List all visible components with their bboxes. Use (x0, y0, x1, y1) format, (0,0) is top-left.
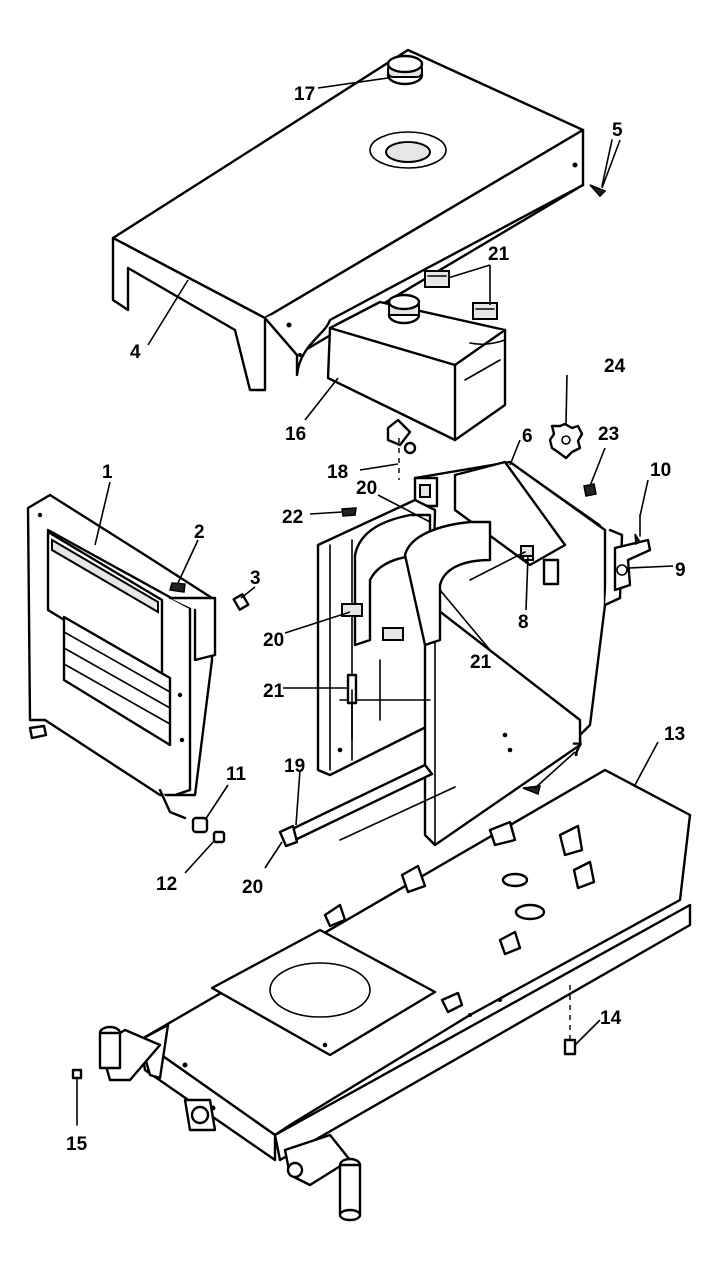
callout-24: 22 (282, 507, 303, 528)
callout-12: 12 (156, 874, 177, 895)
callout-9: 9 (675, 560, 686, 581)
callout-19: 19 (284, 756, 305, 777)
bracket-part (613, 514, 652, 592)
pedestal-frame-part (316, 498, 582, 847)
axle-part (98, 1025, 362, 1222)
leader-lines (94, 77, 674, 1046)
fuel-cap-part (386, 54, 424, 86)
clip-part (424, 270, 498, 320)
screw-part-7 (522, 785, 541, 796)
bolt-part-14 (563, 985, 577, 1056)
bolt-part (346, 673, 358, 741)
rod-part (278, 763, 456, 848)
callout-6: 6 (522, 426, 533, 447)
callout-3: 3 (250, 568, 261, 589)
callout-13: 13 (664, 724, 685, 745)
small-clip-part (341, 507, 357, 517)
gear-part (548, 422, 584, 460)
screw-part (589, 139, 613, 198)
callout-1: 1 (102, 462, 113, 483)
fuel-tank-part (326, 293, 507, 442)
callout-22: 21 (488, 244, 510, 265)
callout-10: 10 (650, 460, 671, 481)
callout-16: 16 (285, 424, 306, 445)
callout-5: 5 (612, 120, 623, 141)
callout-25: 23 (598, 424, 619, 445)
callout-2: 2 (194, 522, 205, 543)
callout-labels: 17 5 4 21 16 24 6 23 10 9 18 20 22 20 21… (66, 84, 686, 1155)
callout-20-top: 20 (356, 478, 377, 499)
fuel-valve-part (386, 418, 417, 480)
callout-17: 17 (294, 84, 315, 105)
callout-7: 7 (572, 740, 583, 761)
callout-23: 21 (263, 681, 285, 702)
callout-26: 24 (604, 356, 626, 377)
grille-part (26, 493, 217, 820)
bolt-part-15 (71, 1068, 83, 1126)
fastener-parts (169, 582, 250, 844)
callout-14: 14 (600, 1008, 622, 1029)
callout-8: 8 (518, 612, 529, 633)
callout-20-bottom: 20 (242, 877, 263, 898)
callout-15: 15 (66, 1134, 88, 1155)
callout-18: 18 (327, 462, 348, 483)
callout-21-right: 21 (470, 652, 492, 673)
hood-part (111, 48, 585, 392)
bolt-part-8 (469, 545, 534, 581)
callout-21-left: 20 (263, 630, 284, 651)
frame-part (138, 768, 692, 1162)
callout-4: 4 (130, 342, 141, 363)
callout-11: 11 (226, 764, 247, 785)
